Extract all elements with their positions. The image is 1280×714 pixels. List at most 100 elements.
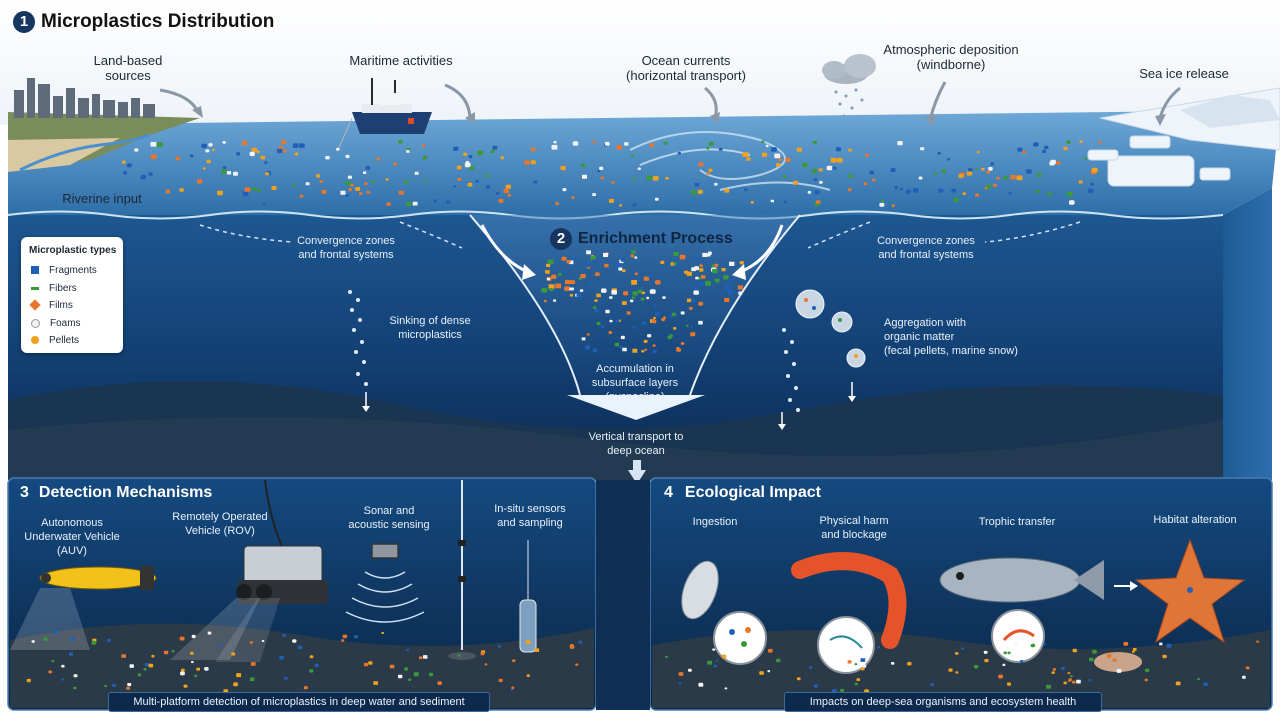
microplastic-particle: [677, 152, 681, 155]
microplastic-particle: [712, 648, 716, 651]
legend-swatch: [31, 286, 39, 290]
rov-vehicle: [170, 479, 328, 662]
microplastic-particle: [690, 299, 696, 303]
microplastic-particle: [503, 188, 509, 194]
microplastic-particle: [632, 348, 638, 353]
microplastic-particle: [953, 197, 959, 203]
microplastic-particle: [643, 339, 648, 343]
microplastic-particle: [264, 161, 268, 165]
microplastic-particle: [231, 652, 236, 656]
microplastic-particle: [863, 182, 868, 186]
microplastic-particle: [163, 650, 169, 655]
microplastic-particle: [665, 655, 668, 658]
microplastic-particle: [713, 664, 717, 668]
microplastic-particle: [592, 259, 598, 264]
microplastic-particle: [345, 180, 351, 186]
aggr-line-3: (fecal pellets, marine snow): [884, 345, 1018, 357]
microplastic-particle: [595, 272, 600, 276]
microplastic-particle: [221, 169, 227, 174]
conv-left-line-2: and frontal systems: [298, 249, 394, 261]
atmos-line-1: Atmospheric deposition: [883, 42, 1019, 57]
microplastic-particle: [236, 673, 242, 678]
microplastic-particle: [212, 148, 216, 152]
auv-line-2: Underwater Vehicle: [24, 531, 120, 543]
convergence-right-label: Convergence zones and frontal systems: [866, 234, 986, 262]
microplastic-particle: [706, 146, 710, 150]
starfish: [1134, 538, 1246, 644]
microplastic-particle: [363, 171, 367, 174]
microplastic-particle: [592, 193, 596, 196]
microplastic-particle: [660, 260, 665, 264]
legend-label: Films: [49, 300, 73, 311]
harm-line-1: Physical harm: [819, 515, 889, 527]
microplastic-particle: [746, 157, 751, 161]
microplastic-particle: [1133, 648, 1137, 651]
microplastic-particle: [423, 180, 427, 183]
microplastic-particle: [1002, 663, 1006, 666]
microplastic-particle: [879, 202, 885, 207]
microplastic-particle: [819, 180, 823, 184]
microplastic-particle: [629, 299, 634, 303]
microplastic-particle: [1066, 191, 1073, 197]
microplastic-particle: [467, 182, 473, 187]
microplastic-particle: [721, 268, 726, 272]
microplastic-particle: [282, 634, 286, 637]
microplastic-particle: [265, 172, 269, 176]
microplastic-particle: [571, 257, 576, 261]
microplastic-particle: [1069, 200, 1075, 205]
microplastic-particle: [524, 160, 530, 165]
microplastic-particle: [484, 663, 488, 666]
microplastic-particle: [1098, 140, 1102, 144]
microplastic-particle: [385, 178, 389, 181]
microplastic-particle: [750, 201, 754, 204]
microplastic-particle: [1033, 142, 1039, 147]
microplastic-particle: [1016, 175, 1023, 181]
microplastic-particle: [112, 683, 116, 687]
microplastic-particle: [1144, 668, 1150, 673]
microplastic-particle: [723, 275, 729, 280]
microplastic-particle: [802, 162, 808, 168]
microplastic-particle: [1020, 660, 1024, 663]
detection-title-text: Detection Mechanisms: [38, 484, 213, 501]
microplastic-particle: [981, 167, 985, 171]
microplastic-particle: [190, 651, 194, 655]
microplastic-particle: [897, 141, 903, 146]
microplastic-particle: [581, 337, 586, 341]
microplastic-particle: [249, 151, 255, 157]
vertical-line-1: Vertical transport to: [588, 431, 684, 443]
microplastic-particle: [649, 273, 653, 277]
microplastic-particle: [393, 162, 398, 166]
microplastic-particle: [605, 309, 610, 314]
microplastic-particle: [848, 174, 853, 178]
microplastic-particle: [765, 144, 769, 148]
microplastic-particle: [490, 149, 495, 153]
city-skyline: [14, 78, 155, 118]
microplastic-particle: [475, 180, 479, 183]
aggregation-label: Aggregation with organic matter (fecal p…: [884, 316, 1034, 358]
microplastic-particle: [404, 667, 409, 671]
microplastic-particle: [975, 193, 980, 197]
microplastic-particle: [569, 645, 575, 649]
convergence-left-label: Convergence zones and frontal systems: [286, 234, 406, 262]
microplastic-particle: [615, 319, 620, 323]
microplastic-particle: [456, 165, 462, 170]
impact-banner: Impacts on deep-sea organisms and ecosys…: [784, 692, 1102, 712]
microplastic-particle: [715, 659, 719, 662]
microplastic-particle: [541, 287, 548, 293]
microplastic-particle: [637, 167, 641, 171]
accum-line-2: subsurface layers: [591, 377, 679, 389]
microplastic-particle: [655, 280, 661, 285]
microplastic-particle: [1047, 192, 1052, 196]
microplastic-particle: [398, 140, 403, 144]
microplastic-particle: [631, 250, 636, 254]
microplastic-particle: [1072, 648, 1077, 653]
physical-harm-label: Physical harm and blockage: [804, 514, 904, 542]
copepod: [681, 560, 767, 665]
microplastic-particle: [414, 171, 419, 175]
harm-line-2: and blockage: [821, 529, 887, 541]
microplastic-particle: [418, 656, 423, 660]
microplastic-particle: [250, 662, 256, 666]
microplastic-particle: [355, 187, 361, 191]
microplastic-particle: [398, 190, 404, 195]
microplastic-particle: [1078, 180, 1083, 184]
